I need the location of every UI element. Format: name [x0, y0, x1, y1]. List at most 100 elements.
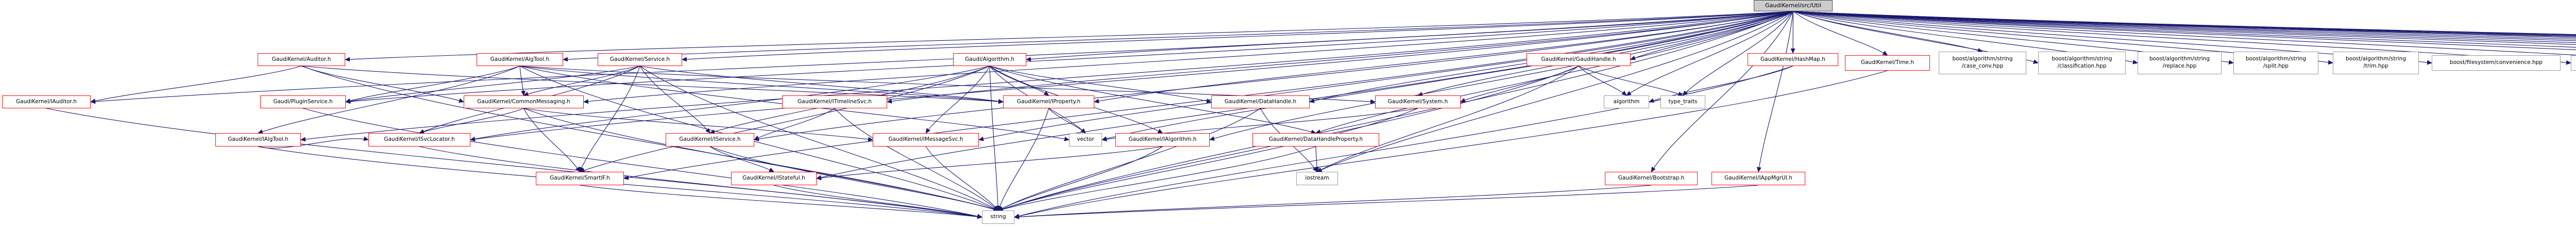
edge-algorithm_g-to-imessagesvc	[925, 66, 990, 134]
edge-algorithm_g-to-string	[989, 66, 1001, 211]
edge-iproperty-to-vector	[1048, 108, 1086, 134]
graph-node-iappmgrui[interactable]: GaudiKernel/IAppMgrUI.h	[1711, 172, 1805, 185]
graph-node-string[interactable]: string	[982, 210, 1014, 224]
edge-root-to-ialgorithm	[1209, 11, 1793, 141]
edge-ialgorithm-to-string	[997, 146, 1163, 211]
edge-gaudihandle-to-iostream	[1316, 66, 1579, 172]
graph-node-smartif[interactable]: GaudiKernel/SmartIF.h	[536, 172, 624, 185]
edge-iproperty-to-string	[997, 108, 1049, 211]
graph-node-imessagesvc[interactable]: GaudiKernel/IMessageSvc.h	[873, 133, 979, 147]
edge-root-to-ialgtool	[300, 11, 1793, 142]
graph-node-fexception[interactable]: boost/filesystem/exception.hpp	[2571, 55, 2576, 71]
edge-root-to-commonmsg	[583, 11, 1793, 104]
graph-node-datahandle[interactable]: GaudiKernel/DataHandle.h	[1211, 95, 1310, 108]
edge-pluginservice-to-string	[302, 108, 982, 219]
edge-root-to-smartif	[623, 11, 1793, 180]
graph-node-bootstrap[interactable]: GaudiKernel/Bootstrap.h	[1605, 172, 1698, 185]
edge-iservice-to-string	[709, 146, 999, 212]
graph-node-dhproperty[interactable]: GaudiKernel/DataHandleProperty.h	[1252, 133, 1379, 147]
edge-root-to-auditor	[345, 11, 1793, 62]
graph-node-isvclocator[interactable]: GaudiKernel/ISvcLocator.h	[368, 133, 470, 147]
graph-node-split[interactable]: boost/algorithm/string /split.hpp	[2233, 52, 2318, 74]
graph-node-iostream[interactable]: iostream	[1296, 172, 1338, 185]
graph-node-ialgtool[interactable]: GaudiKernel/IAlgTool.h	[215, 133, 301, 147]
graph-node-algtool[interactable]: GaudiKernel/AlgTool.h	[477, 53, 563, 66]
edge-root-to-istateful	[816, 11, 1793, 180]
graph-node-auditor[interactable]: GaudiKernel/Auditor.h	[258, 53, 345, 66]
graph-node-typetraits[interactable]: type_traits	[1660, 95, 1705, 108]
edge-ialgorithm-to-istateful	[816, 146, 1163, 181]
edge-root-to-fmtformat	[1793, 11, 2576, 37]
edge-time-to-string	[1014, 70, 1888, 219]
edge-system-to-string	[997, 108, 1418, 212]
edge-iservice-to-istateful	[709, 146, 774, 172]
edge-itimeline-to-string	[834, 108, 999, 211]
edge-commonmsg-to-isvclocator	[419, 108, 524, 134]
edge-root-to-sstream	[1793, 11, 2576, 35]
edge-root-to-service	[682, 11, 1793, 62]
edge-root-to-logexpr	[1793, 11, 2576, 48]
edge-datahandle-to-string	[997, 108, 1261, 211]
edge-iauditor-to-string	[46, 108, 982, 219]
edge-root-to-regex	[1793, 11, 2576, 38]
edge-root-to-iostream	[1316, 11, 1793, 172]
edge-algorithm_g-to-smartif	[579, 66, 990, 173]
graph-node-case_conv[interactable]: boost/algorithm/string /case_conv.hpp	[1939, 52, 2026, 74]
graph-node-replace[interactable]: boost/algorithm/string /replace.hpp	[2138, 52, 2222, 74]
edge-root-to-progopts	[1793, 11, 2576, 40]
graph-node-convenience[interactable]: boost/filesystem/convenience.hpp	[2432, 55, 2561, 71]
edge-smartif-to-string	[580, 185, 982, 219]
graph-node-time[interactable]: GaudiKernel/Time.h	[1845, 55, 1930, 71]
edge-service-to-commonmsg	[523, 66, 640, 96]
edge-service-to-pluginservice	[345, 66, 640, 104]
edge-root-to-typetraits	[1682, 11, 1793, 96]
edge-root-to-vector	[1101, 11, 1793, 141]
edge-commonmsg-to-smartif	[523, 108, 581, 172]
edge-root-to-common_attr	[1793, 11, 2576, 43]
graph-node-vector[interactable]: vector	[1069, 133, 1102, 147]
edge-algorithm_g-to-iproperty	[989, 66, 1049, 96]
graph-node-pluginservice[interactable]: Gaudi/PluginService.h	[260, 95, 346, 108]
edge-root-to-iservice	[754, 11, 1793, 141]
edge-istateful-to-string	[773, 185, 982, 219]
edge-algtool-to-ialgtool	[258, 66, 520, 134]
edge-commonmsg-to-imessagesvc	[523, 108, 873, 142]
edge-dhproperty-to-iostream	[1314, 146, 1319, 172]
graph-node-iauditor[interactable]: GaudiKernel/IAuditor.h	[2, 95, 91, 108]
edge-root-to-iauditor	[90, 11, 1793, 104]
graph-node-ialgorithm[interactable]: GaudiKernel/IAlgorithm.h	[1115, 133, 1210, 147]
edge-algorithm_g-to-isvclocator	[470, 66, 990, 141]
graph-node-algorithm_g[interactable]: Gaudi/Algorithm.h	[953, 53, 1026, 66]
edge-root-to-time	[1793, 11, 1888, 56]
graph-node-trim[interactable]: boost/algorithm/string /trim.hpp	[2333, 52, 2419, 74]
graph-node-commonmsg[interactable]: GaudiKernel/CommonMessaging.h	[464, 95, 584, 108]
graph-node-istateful[interactable]: GaudiKernel/IStateful.h	[731, 172, 817, 185]
graph-node-classification[interactable]: boost/algorithm/string /classification.h…	[2038, 52, 2126, 74]
edge-iappmgrui-to-string	[1014, 185, 1759, 219]
edge-algtool-to-iproperty	[519, 66, 1004, 104]
edge-root-to-itimeline	[887, 11, 1793, 104]
edge-root-to-algorithm_std	[1626, 11, 1793, 96]
edge-gaudihandle-to-system	[1460, 66, 1579, 103]
edge-root-to-bootstrap	[1651, 11, 1793, 172]
graph-node-algorithm_std[interactable]: algorithm	[1604, 95, 1649, 108]
graph-node-iproperty[interactable]: GaudiKernel/IProperty.h	[1003, 95, 1094, 108]
edge-dhproperty-to-string	[997, 146, 1316, 212]
graph-node-system[interactable]: GaudiKernel/System.h	[1375, 95, 1461, 108]
graph-node-iservice[interactable]: GaudiKernel/IService.h	[666, 133, 754, 147]
graph-node-gaudihandle[interactable]: GaudiKernel/GaudiHandle.h	[1527, 53, 1631, 66]
graph-node-service[interactable]: GaudiKernel/Service.h	[598, 53, 682, 66]
edge-root-to-operations	[1793, 11, 2576, 56]
edge-algorithm_g-to-dhproperty	[989, 66, 1316, 134]
edge-root-to-iappmgrui	[1756, 11, 1794, 172]
edge-auditor-to-commonmsg	[301, 66, 464, 103]
graph-node-itimeline[interactable]: GaudiKernel/ITimelineSvc.h	[782, 95, 887, 108]
edge-service-to-iservice	[639, 66, 710, 134]
edge-root-to-pluginservice	[345, 11, 1793, 104]
edge-gaudihandle-to-typetraits	[1578, 66, 1684, 96]
edge-root-to-logtrivial	[1793, 11, 2576, 45]
graph-node-root[interactable]: GaudiKernel/src/Util	[1754, 0, 1833, 11]
graph-node-hashmap[interactable]: GaudiKernel/HashMap.h	[1748, 53, 1838, 66]
